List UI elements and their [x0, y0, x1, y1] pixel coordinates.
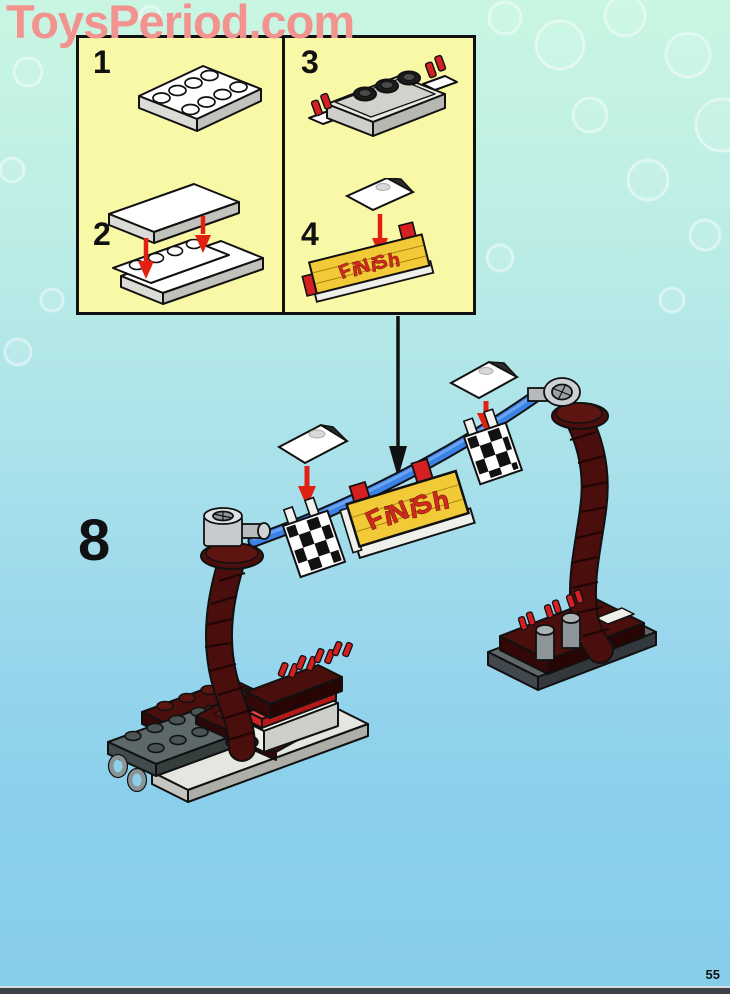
sticker-1-arrow: [298, 466, 316, 507]
substep-4-finish-sign: FiNiSh: [301, 221, 435, 303]
checkered-flag-1: [281, 496, 347, 579]
sticker-2: [448, 360, 520, 400]
page-edge-shadow: [0, 988, 730, 994]
left-base-red-clips: [277, 640, 354, 679]
page-number: 55: [705, 967, 720, 982]
substep-3-label: 3: [301, 44, 319, 80]
sticker-1: [276, 423, 350, 465]
right-base-cylinders: [517, 589, 584, 661]
page-edge-highlight: [0, 986, 730, 988]
checkered-flag-2: [462, 408, 524, 486]
substep-1-part-diagram: [138, 65, 262, 132]
substep-4-sticker: [344, 178, 416, 212]
inset-divider: [282, 38, 285, 312]
background-bubbles: [0, 0, 730, 367]
right-rope-winch: [527, 377, 581, 407]
toysperiod-watermark: ToysPeriod.com: [6, 0, 355, 48]
substep-2-label: 2: [93, 216, 111, 252]
right-post-flex-tube: [551, 402, 614, 664]
inset-to-model-arrow: [389, 316, 407, 478]
substep-3-part-diagram: [308, 54, 458, 137]
substep-4-label: 4: [301, 216, 319, 252]
substep-4-part-diagram: FiNiSh: [301, 178, 435, 303]
step-8-number: 8: [78, 508, 111, 573]
left-post-flex-tube: [200, 542, 264, 762]
substep-2-part-diagram: [108, 183, 264, 305]
finish-sign: FiNiSh: [339, 457, 476, 560]
substep-2-arrows: [138, 216, 211, 279]
left-rope-winch: [203, 507, 271, 547]
inset-substeps-box: 1 2 3 4: [76, 35, 476, 315]
substep-1-label: 1: [93, 44, 111, 80]
left-base-loops: [108, 754, 147, 792]
